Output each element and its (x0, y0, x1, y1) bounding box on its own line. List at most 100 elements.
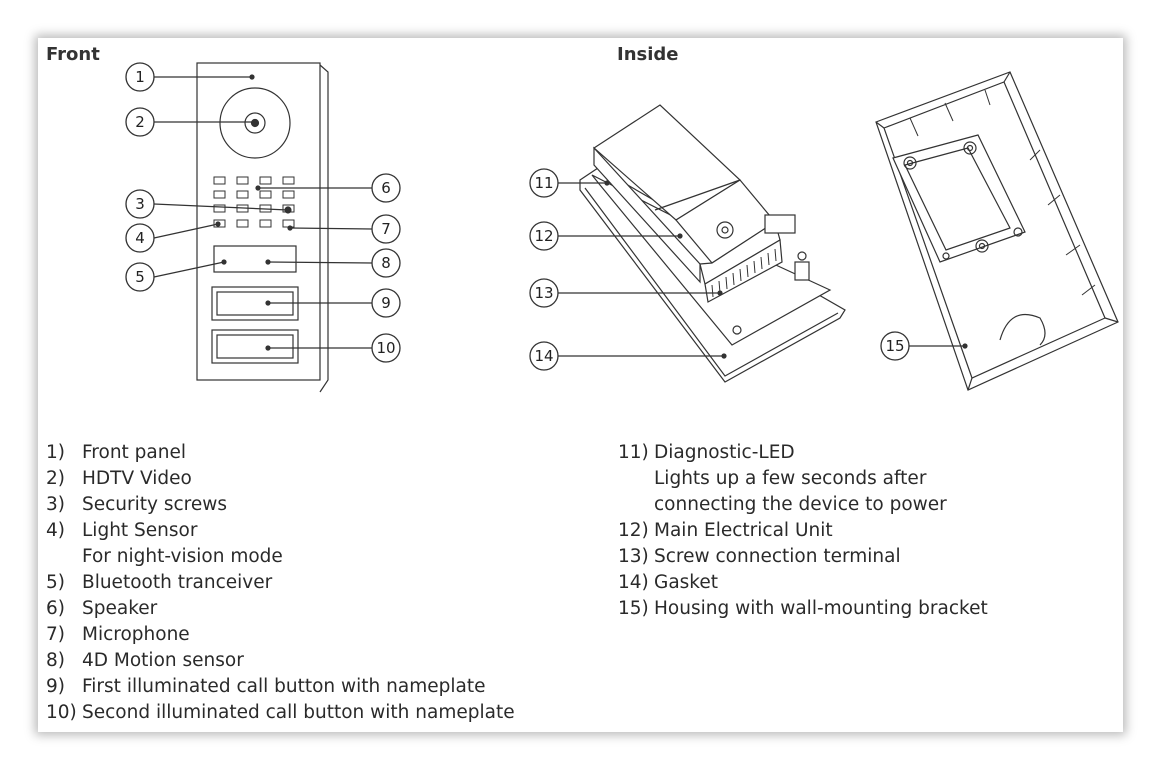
legend-line: Speaker (82, 598, 158, 619)
legend-text: Security screws (82, 492, 227, 518)
callout-14-circle (529, 341, 559, 371)
legend-text: Front panel (82, 440, 186, 466)
legend-item: 7) Microphone (46, 622, 515, 648)
camera-ring (219, 87, 291, 159)
inside-leader-lines (558, 182, 968, 359)
legend-line: First illuminated call button with namep… (82, 676, 486, 697)
legend-text: Microphone (82, 622, 190, 648)
legend-text: Housing with wall-mounting bracket (654, 596, 988, 622)
legend-text: Screw connection terminal (654, 544, 901, 570)
legend-number: 2) (46, 468, 65, 489)
callout-15-circle (880, 331, 910, 361)
legend-number: 9) (46, 676, 65, 697)
callout-4-circle (125, 223, 155, 253)
legend-line: 4D Motion sensor (82, 650, 244, 671)
legend-left: 1) Front panel 2) HDTV Video 3)Security scre… (46, 440, 515, 726)
legend-text: Gasket (654, 570, 718, 596)
callout-12-label: 12 (534, 227, 553, 245)
legend-text: Second illuminated call button with name… (82, 700, 515, 726)
terminal-block (704, 239, 783, 303)
inside-callout-labels: 11 12 13 14 15 (534, 174, 904, 365)
callout-7-circle (371, 214, 401, 244)
callout-9-circle (371, 288, 401, 318)
callout-9-label: 9 (381, 294, 391, 312)
legend-item: 10)Second illuminated call button with n… (46, 700, 515, 726)
callout-5-label: 5 (135, 268, 145, 286)
front-leader-lines (153, 74, 373, 351)
electrical-unit-drawing (579, 104, 846, 383)
callout-4-label: 4 (135, 229, 145, 247)
legend-number: 13) (618, 546, 649, 567)
legend-number: 1) (46, 442, 65, 463)
callout-2-circle (125, 107, 155, 137)
callout-11-label: 11 (534, 174, 553, 192)
legend-item: 1) Front panel (46, 440, 515, 466)
inside-callouts (529, 168, 910, 371)
callout-1-label: 1 (135, 68, 145, 86)
callout-6-label: 6 (381, 179, 391, 197)
inside-title: Inside (617, 44, 679, 65)
front-callouts (125, 62, 401, 363)
callout-7-label: 7 (381, 220, 391, 238)
legend-line: Lights up a few seconds after (654, 468, 927, 489)
callout-2-label: 2 (135, 113, 145, 131)
legend-number: 7) (46, 624, 65, 645)
callout-10-circle (371, 333, 401, 363)
legend-line: Front panel (82, 442, 186, 463)
callout-6-circle (371, 173, 401, 203)
callout-11-circle (529, 168, 559, 198)
legend-line: Security screws (82, 494, 228, 515)
legend-number: 8) (46, 650, 65, 671)
legend-number: 15) (618, 598, 649, 619)
legend-item: 2) HDTV Video (46, 466, 515, 492)
legend-number: 6) (46, 598, 65, 619)
legend-text: First illuminated call button with namep… (82, 674, 485, 700)
callout-13-circle (529, 278, 559, 308)
legend-number: 11) (618, 442, 649, 463)
legend-line: Main Electrical Unit (654, 520, 833, 541)
unit-screw (716, 221, 734, 239)
legend-number: 4) (46, 520, 65, 541)
legend-item: 12)Main Electrical Unit (618, 518, 988, 544)
motion-sensor-window (213, 245, 297, 273)
legend-number: 14) (618, 572, 649, 593)
legend-number: 12) (618, 520, 649, 541)
legend-text: 4D Motion sensor (82, 648, 244, 674)
legend-line: Screw connection terminal (654, 546, 901, 567)
legend-item: 6) Speaker (46, 596, 515, 622)
housing-drawing (875, 71, 1119, 391)
legend-line: Gasket (654, 572, 719, 593)
legend-line: Housing with wall-mounting bracket (654, 598, 988, 619)
speaker-grid (213, 176, 295, 228)
callout-15-label: 15 (885, 337, 904, 355)
callout-5-circle (125, 262, 155, 292)
legend-item: 3)Security screws (46, 492, 515, 518)
callout-3-label: 3 (135, 195, 145, 213)
legend-item: 15)Housing with wall-mounting bracket (618, 596, 988, 622)
callout-14-label: 14 (534, 347, 553, 365)
legend-line: Microphone (82, 624, 190, 645)
legend-text: HDTV Video (82, 466, 192, 492)
callout-8-circle (371, 248, 401, 278)
legend-text: Main Electrical Unit (654, 518, 833, 544)
call-button-2 (211, 329, 299, 364)
front-callout-labels: 1 2 3 4 5 6 7 8 9 10 (135, 68, 395, 357)
callout-1-circle (125, 62, 155, 92)
legend-number: 10) (46, 702, 77, 723)
legend-item: 5) Bluetooth tranceiver (46, 570, 515, 596)
legend-line: Second illuminated call button with name… (82, 702, 515, 723)
legend-item: 14)Gasket (618, 570, 988, 596)
legend-text: Bluetooth tranceiver (82, 570, 272, 596)
legend-item: 13)Screw connection terminal (618, 544, 988, 570)
callout-8-label: 8 (381, 254, 391, 272)
legend-line: HDTV Video (82, 468, 192, 489)
legend-number: 5) (46, 572, 65, 593)
legend-line: Light Sensor (82, 520, 198, 541)
legend-line: Bluetooth tranceiver (82, 572, 273, 593)
